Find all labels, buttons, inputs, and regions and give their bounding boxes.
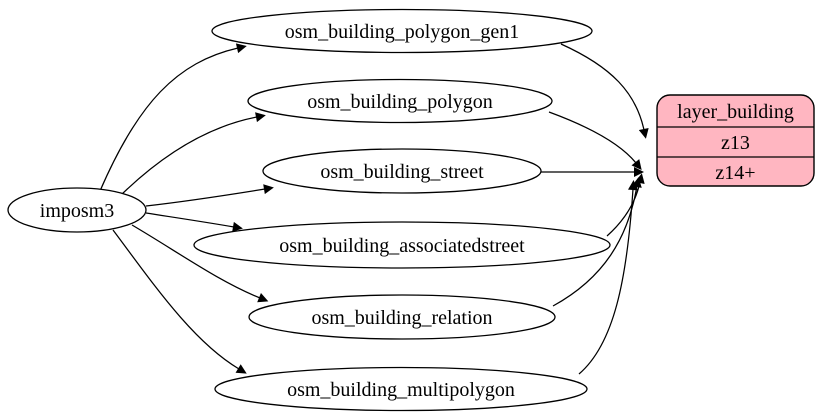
- layer_building-row-z13: z13: [721, 132, 750, 154]
- node-osm_building_street: osm_building_street: [262, 148, 542, 194]
- layer_building-title: layer_building: [677, 101, 794, 123]
- edge-osm_building_polygon-to-layer_building-z14: [548, 111, 642, 170]
- imposm3-label: imposm3: [40, 200, 114, 222]
- edge-osm_building_relation-to-layer_building-z14: [552, 177, 642, 307]
- node-layer_building: layer_building z13 z14+: [656, 94, 815, 187]
- osm_building_associatedstreet-ellipse: [193, 221, 611, 269]
- imposm3-ellipse: [7, 187, 147, 233]
- osm_building_multipolygon-ellipse: [214, 366, 588, 412]
- osm_building_associatedstreet-label: osm_building_associatedstreet: [279, 235, 525, 257]
- osm_building_multipolygon-label: osm_building_multipolygon: [287, 379, 515, 401]
- node-osm_building_multipolygon: osm_building_multipolygon: [214, 366, 588, 412]
- node-osm_building_polygon_gen1: osm_building_polygon_gen1: [211, 8, 593, 54]
- node-imposm3: imposm3: [7, 187, 147, 233]
- osm_building_polygon_gen1-ellipse: [211, 8, 593, 54]
- layer_building-box: [656, 94, 815, 187]
- edge-osm_building_associatedstreet-to-layer_building-z14: [606, 173, 645, 237]
- edge-osm_building_polygon_gen1-to-layer_building-z13: [560, 43, 649, 139]
- osm_building_street-label: osm_building_street: [320, 161, 484, 183]
- osm_building_street-ellipse: [262, 148, 542, 194]
- osm_building_relation-ellipse: [248, 294, 556, 340]
- osm_building_polygon-ellipse: [247, 78, 553, 124]
- edge-imposm3-to-osm_building_associatedstreet: [145, 212, 243, 232]
- osm_building_polygon_gen1-label: osm_building_polygon_gen1: [285, 21, 519, 43]
- edge-imposm3-to-osm_building_polygon_gen1: [99, 43, 247, 192]
- edge-imposm3-to-osm_building_street: [145, 184, 274, 207]
- osm_building_polygon-label: osm_building_polygon: [307, 91, 493, 113]
- layer_building-row-z14plus: z14+: [715, 162, 755, 184]
- edge-osm_building_multipolygon-to-layer_building-z14: [578, 180, 638, 375]
- node-osm_building_relation: osm_building_relation: [248, 294, 556, 340]
- edge-imposm3-to-osm_building_multipolygon: [112, 229, 247, 374]
- edge-imposm3-to-osm_building_relation: [131, 224, 269, 303]
- node-osm_building_polygon: osm_building_polygon: [247, 78, 553, 124]
- edge-imposm3-to-osm_building_polygon: [119, 112, 266, 197]
- node-osm_building_associatedstreet: osm_building_associatedstreet: [193, 221, 611, 269]
- osm_building_relation-label: osm_building_relation: [311, 307, 492, 329]
